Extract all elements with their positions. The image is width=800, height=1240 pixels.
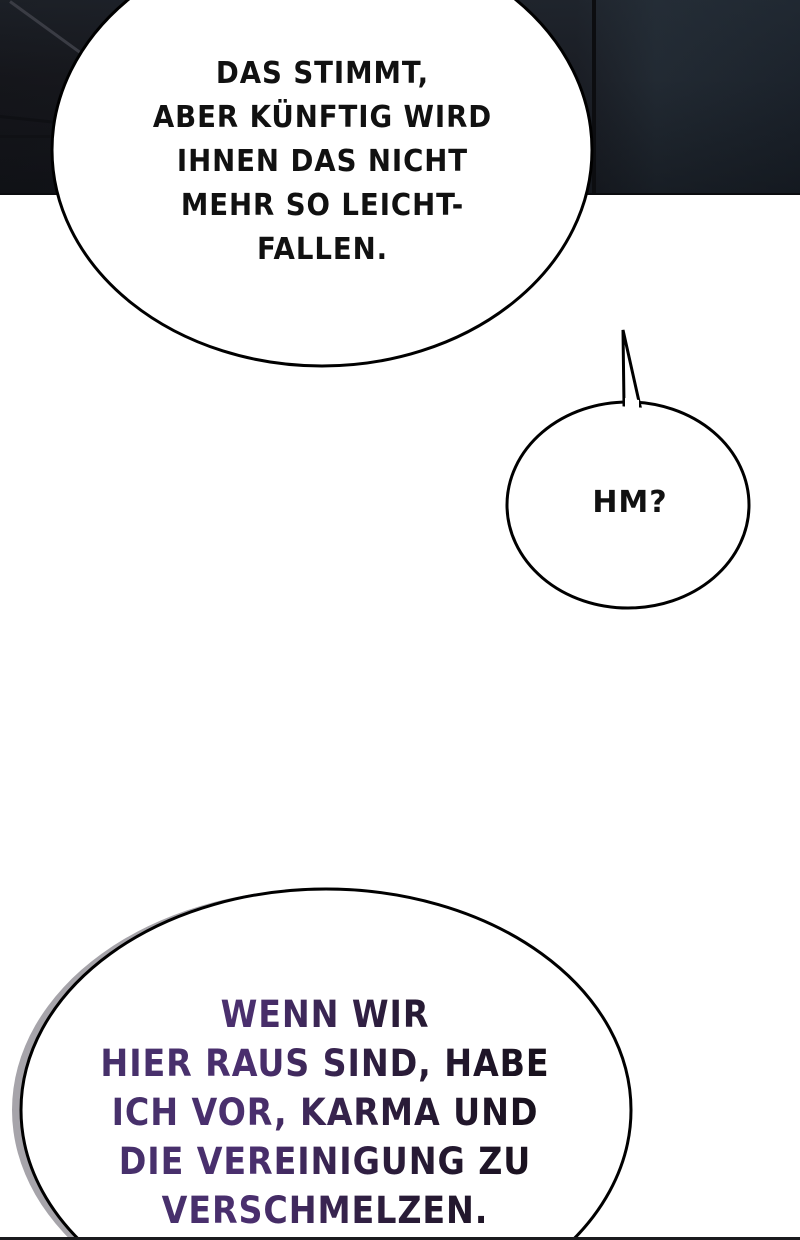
dialogue-line: WENN WIR bbox=[220, 993, 430, 1036]
speech-bubble-2-text: HM? bbox=[540, 486, 720, 520]
speech-bubble-2 bbox=[505, 329, 751, 610]
panel-border-line bbox=[0, 1237, 800, 1240]
speech-bubble-1 bbox=[50, 0, 594, 368]
dialogue-line: FALLEN. bbox=[256, 232, 389, 267]
dialogue-line: MEHR SO LEICHT- bbox=[180, 188, 465, 223]
speech-bubble-1-text: DAS STIMMT, ABER KÜNFTIG WIRD IHNEN DAS … bbox=[136, 52, 509, 272]
dialogue-line: IHNEN DAS NICHT bbox=[176, 144, 469, 179]
dialogue-line: DAS STIMMT, bbox=[215, 56, 430, 91]
speech-bubble-3 bbox=[12, 887, 633, 1240]
panel-fold-line bbox=[0, 135, 60, 138]
panel-fold-line bbox=[592, 0, 596, 195]
dialogue-line: ICH VOR, KARMA UND bbox=[111, 1091, 539, 1134]
dialogue-line: HIER RAUS SIND, HABE bbox=[100, 1042, 550, 1085]
dialogue-line: ABER KÜNFTIG WIRD bbox=[152, 100, 493, 135]
speech-bubble-3-text: WENN WIR HIER RAUS SIND, HABE ICH VOR, K… bbox=[87, 990, 564, 1235]
dialogue-line: VERSCHMELZEN. bbox=[161, 1189, 489, 1232]
dialogue-line: DIE VEREINIGUNG ZU bbox=[118, 1140, 532, 1183]
dialogue-line: HM? bbox=[592, 485, 668, 520]
speech-bubble-2-tail bbox=[621, 329, 642, 408]
